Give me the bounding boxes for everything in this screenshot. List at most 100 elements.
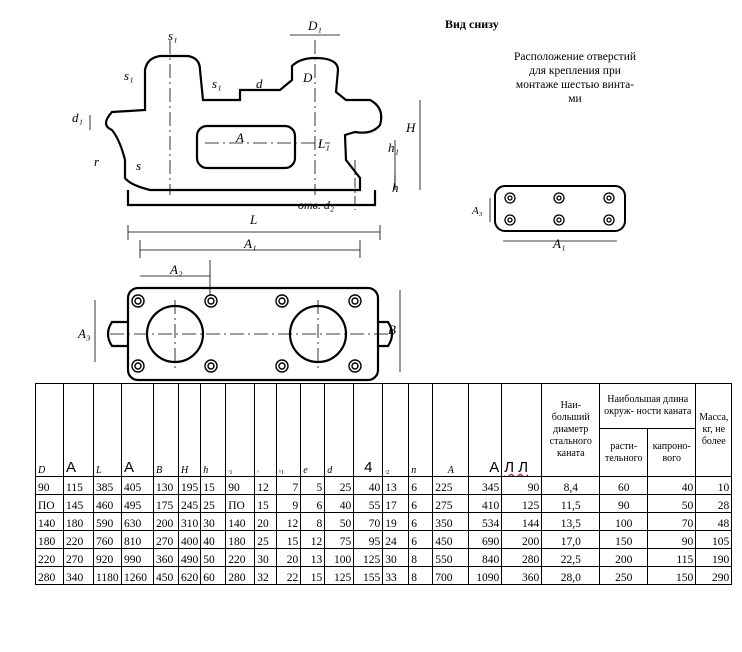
table-cell: 13 (300, 548, 326, 567)
table-cell: 290 (695, 566, 733, 585)
th-c9: ˢ (254, 383, 278, 477)
th-max-diam: Наи- больший диаметр стального каната (541, 383, 601, 477)
table-cell: 25 (254, 530, 278, 549)
table-cell: 6 (408, 512, 434, 531)
table-cell: 115 (647, 548, 697, 567)
caption-line: ми (568, 93, 582, 105)
label-H: H (406, 120, 416, 135)
holes-caption: Расположение отверстий для крепления при… (490, 50, 660, 106)
table-cell: 180 (63, 512, 94, 531)
table-cell: 140 (35, 512, 64, 531)
mounting-holes (131, 294, 362, 373)
table-cell: 180 (35, 530, 64, 549)
table-cell: 150 (647, 566, 697, 585)
table-cell: 50 (200, 548, 227, 567)
caption-line: монтаже шестью винта- (515, 79, 635, 91)
table-cell: 19 (382, 512, 410, 531)
label-s1-b: s₁ (124, 68, 134, 83)
table-cell: 245 (177, 494, 202, 513)
table-cell: 17 (382, 494, 410, 513)
bollard-base (126, 190, 377, 207)
table-cell: 700 (432, 566, 470, 585)
table-cell: 8,4 (541, 476, 601, 495)
table-cell: 400 (177, 530, 202, 549)
th-c10: ʰ1 (276, 383, 302, 477)
table-cell: 90 (647, 530, 697, 549)
th-LL: Л Л (501, 383, 543, 477)
table-cell: 30 (382, 548, 410, 567)
table-cell: 125 (501, 494, 543, 513)
table-cell: 130 (153, 476, 179, 495)
table-cell: 405 (121, 476, 154, 495)
table-cell: 220 (63, 530, 94, 549)
table-cell: 1260 (121, 566, 154, 585)
table-cell: 145 (63, 494, 94, 513)
table-cell: 50 (324, 512, 355, 531)
table-cell: 280 (225, 566, 256, 585)
table-cell: ПО (225, 494, 256, 513)
table-cell: 225 (432, 476, 470, 495)
table-cell: 360 (501, 566, 543, 585)
table-cell: 345 (468, 476, 503, 495)
table-cell: 5 (300, 476, 326, 495)
table-cell: 40 (353, 476, 384, 495)
table-cell: 60 (200, 566, 227, 585)
table-cell: 95 (353, 530, 384, 549)
label-s1-c: s₁ (212, 76, 222, 91)
table-cell: 280 (501, 548, 543, 567)
table-cell: 10 (695, 476, 733, 495)
label-d1: d₁ (72, 110, 84, 125)
label-A1-top: A₁ (244, 236, 257, 251)
label-A: A (236, 130, 244, 145)
table-cell: 490 (177, 548, 202, 567)
table-cell: 12 (276, 512, 302, 531)
label-A3-right: A₃ (472, 205, 483, 217)
label-L: L (250, 212, 258, 227)
label-h: h (392, 180, 399, 195)
table-cell: 550 (432, 548, 470, 567)
table-cell: 70 (647, 512, 697, 531)
table-cell: 340 (63, 566, 94, 585)
label-h1: h₁ (388, 140, 400, 155)
table-cell: 40 (200, 530, 227, 549)
table-cell: 760 (93, 530, 122, 549)
table-cell: 385 (93, 476, 122, 495)
table-cell: 20 (276, 548, 302, 567)
table-cell: 1090 (468, 566, 503, 585)
th-H: Н (177, 383, 202, 477)
table-cell: 22,5 (541, 548, 601, 567)
table-cell: 8 (408, 566, 434, 585)
label-D: D (303, 70, 313, 85)
th-n: n (408, 383, 434, 477)
th-mass: Масса, кг, не более (695, 383, 733, 477)
th-d: d (324, 383, 355, 477)
table-cell: 6 (408, 476, 434, 495)
th-h: h (200, 383, 227, 477)
table-cell: 460 (93, 494, 122, 513)
small-plate-holes (504, 192, 615, 226)
table-cell: 12 (254, 476, 278, 495)
table-cell: 40 (647, 476, 697, 495)
table-cell: 100 (599, 512, 649, 531)
table-cell: 100 (324, 548, 355, 567)
table-cell: 840 (468, 548, 503, 567)
table-cell: 350 (432, 512, 470, 531)
th-A1: А (121, 383, 154, 477)
table-cell: 360 (153, 548, 179, 567)
label-otv: отв. d₂ (298, 198, 335, 212)
table-cell: 25 (200, 494, 227, 513)
table-cell: 690 (468, 530, 503, 549)
table-cell: 22 (276, 566, 302, 585)
bollard-window (195, 124, 297, 170)
table-cell: 30 (200, 512, 227, 531)
label-B: B (388, 322, 396, 337)
th-max-len: Наибольшая длина окруж- ности каната (599, 382, 697, 430)
table-cell: 9 (276, 494, 302, 513)
table-cell: 920 (93, 548, 122, 567)
table-cell: 15 (254, 494, 278, 513)
technical-drawing (89, 34, 626, 382)
